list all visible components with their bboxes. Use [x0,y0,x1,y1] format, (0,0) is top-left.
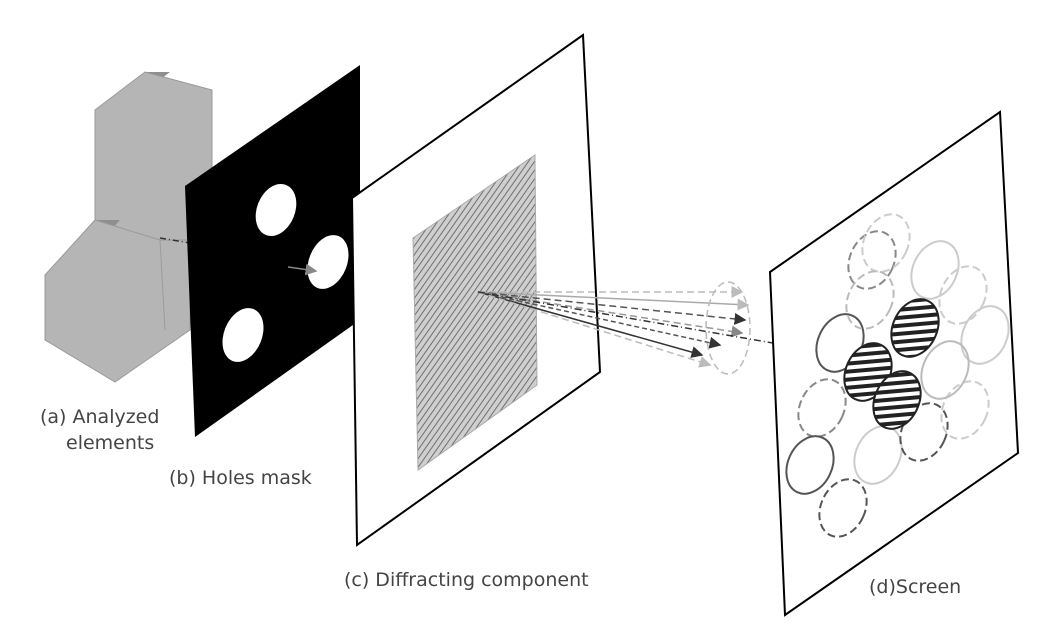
spot-pattern [785,213,1010,538]
analyzed-elements [44,71,213,383]
ray-cone [705,281,751,375]
label-screen: (d)Screen [869,576,961,598]
mask-hole-right [307,235,349,289]
label-analyzed-line2: elements [66,432,154,454]
striped-spots [843,298,940,430]
label-diffracting-component: (c) Diffracting component [344,569,589,591]
screen [768,110,1020,617]
diffracted-rays [477,281,977,383]
screen-plate [768,110,1020,617]
element-lower-face [44,219,191,383]
element-seam [159,239,166,331]
label-analyzed-line1: (a) Analyzed [40,406,159,428]
optical-axis-left [159,237,191,244]
holes-mask [185,65,360,437]
label-holes-mask: (b) Holes mask [169,467,312,489]
mask-hole-top [255,183,297,237]
mask-hole-bottom [222,308,264,362]
mask-arrow [287,263,318,276]
diffracting-component [350,33,602,547]
grating-area [412,154,538,471]
